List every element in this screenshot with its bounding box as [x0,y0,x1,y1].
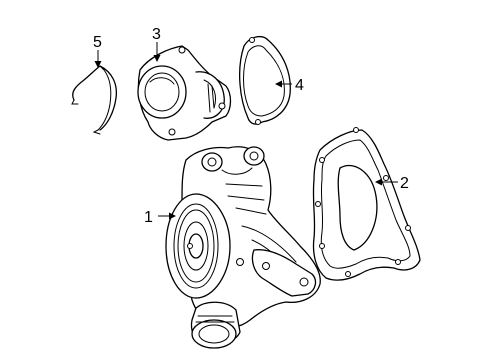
leader-line-5 [94,50,102,68]
callout-5: 5 [93,34,102,51]
leader-line-2 [375,178,398,186]
housing-gasket-part[interactable] [239,35,291,125]
callout-1: 1 [144,209,153,226]
water-pump-part[interactable] [165,146,321,349]
retaining-clip-part[interactable] [71,65,118,135]
callout-2: 2 [400,175,409,192]
thermostat-housing-part[interactable] [137,45,232,141]
leader-line-4 [275,80,292,88]
leader-line-3 [153,42,161,62]
callout-3: 3 [152,26,161,43]
leader-line-1 [158,212,176,220]
callout-4: 4 [295,77,304,94]
pump-gasket-part[interactable] [312,127,421,281]
